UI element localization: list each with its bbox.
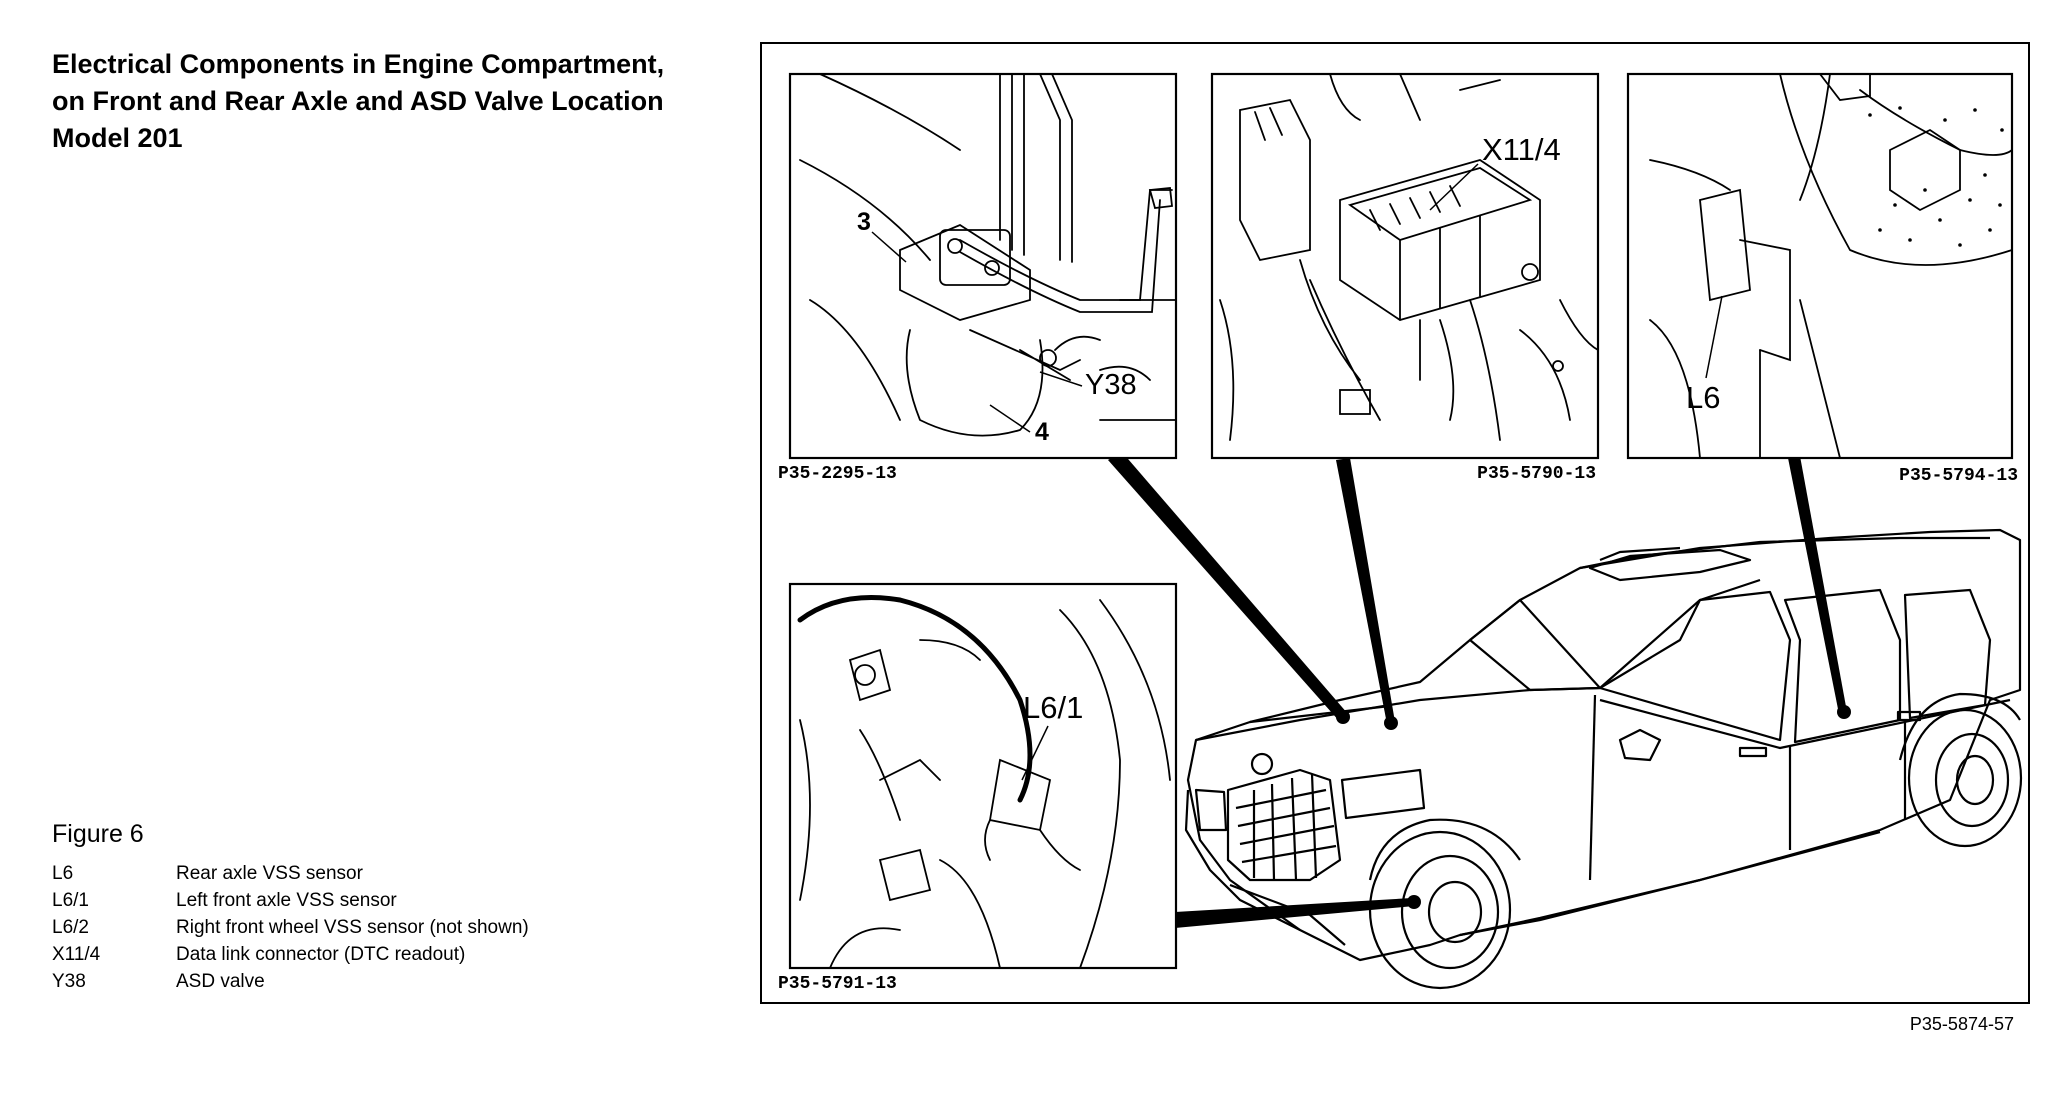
legend: L6 Rear axle VSS sensor L6/1 Left front … bbox=[52, 860, 529, 995]
legend-code: L6/1 bbox=[52, 890, 89, 911]
legend-item: X11/4 Data link connector (DTC readout) bbox=[52, 941, 529, 968]
callout-y38: Y38 bbox=[1085, 369, 1137, 401]
callout-l6-1: L6/1 bbox=[1023, 690, 1083, 725]
diagram-frame bbox=[760, 42, 2030, 1004]
inset-front-axle-sensor: L6/1 P35-5791-13 bbox=[778, 582, 1178, 994]
car-illustration bbox=[1184, 528, 2023, 990]
inset-code-asd: P35-2295-13 bbox=[778, 464, 897, 484]
figure-title: Electrical Components in Engine Compartm… bbox=[52, 46, 732, 157]
legend-code: Y38 bbox=[52, 971, 86, 992]
legend-code: X11/4 bbox=[52, 944, 101, 965]
inset-code-rear-axle: P35-5794-13 bbox=[1899, 466, 2018, 486]
speckle-texture bbox=[1868, 106, 2004, 247]
legend-desc: Rear axle VSS sensor bbox=[176, 863, 363, 884]
legend-desc: Data link connector (DTC readout) bbox=[176, 944, 466, 965]
figure-reference-code: P35-5874-57 bbox=[1909, 1014, 2014, 1034]
inset-code-connector: P35-5790-13 bbox=[1477, 464, 1596, 484]
legend-item: L6/1 Left front axle VSS sensor bbox=[52, 887, 529, 914]
legend-item: Y38 ASD valve bbox=[52, 968, 529, 995]
callout-3: 3 bbox=[857, 208, 871, 236]
callout-l6: L6 bbox=[1686, 380, 1720, 415]
inset-asd-valve: 3 4 Y38 P35-2295-13 bbox=[778, 72, 1178, 484]
legend-item: L6/2 Right front wheel VSS sensor (not s… bbox=[52, 914, 529, 941]
title-line-2: on Front and Rear Axle and ASD Valve Loc… bbox=[52, 86, 664, 116]
inset-rear-axle-sensor: L6 P35-5794-13 bbox=[1626, 72, 2018, 486]
inset-code-front-axle: P35-5791-13 bbox=[778, 974, 897, 994]
legend-item: L6 Rear axle VSS sensor bbox=[52, 860, 529, 887]
legend-desc: Left front axle VSS sensor bbox=[176, 890, 397, 911]
figure-label: Figure 6 bbox=[52, 820, 144, 848]
inset-data-link-connector: X11/4 P35-5790-13 bbox=[1210, 72, 1600, 484]
legend-code: L6 bbox=[52, 863, 74, 884]
callout-4: 4 bbox=[1035, 418, 1049, 446]
pointer-wedges bbox=[1108, 452, 1851, 928]
legend-code: L6/2 bbox=[52, 917, 89, 938]
legend-desc: ASD valve bbox=[176, 971, 265, 992]
legend-desc: Right front wheel VSS sensor (not shown) bbox=[176, 917, 529, 938]
title-line-1: Electrical Components in Engine Compartm… bbox=[52, 49, 665, 79]
callout-x11-4: X11/4 bbox=[1482, 132, 1561, 167]
title-line-3: Model 201 bbox=[52, 123, 183, 153]
